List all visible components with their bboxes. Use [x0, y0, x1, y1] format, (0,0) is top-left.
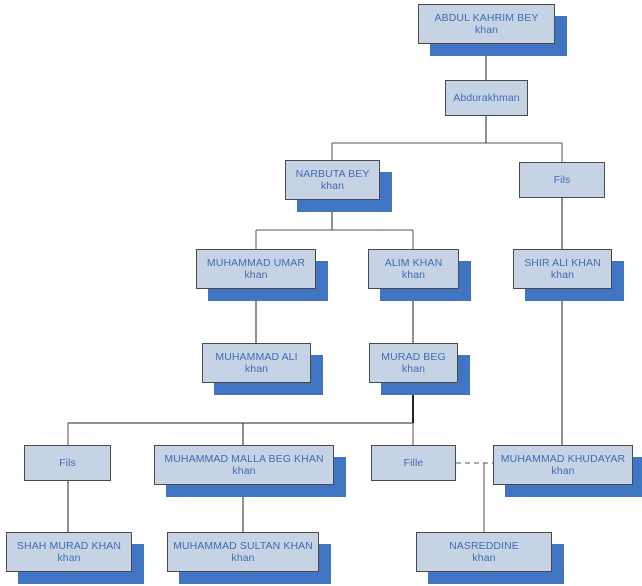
- node-name: Fils: [59, 456, 76, 469]
- node-role: khan: [232, 465, 256, 477]
- node-name: ABDUL KAHRIM BEY: [434, 11, 539, 24]
- node-name: Abdurakhman: [453, 91, 520, 104]
- node-role: khan: [244, 363, 269, 375]
- node-abdurakhman[interactable]: Abdurakhman: [445, 80, 528, 116]
- node-role: khan: [401, 363, 426, 375]
- node-name: Fils: [553, 173, 571, 186]
- node-fils_2[interactable]: Fils: [24, 445, 111, 481]
- node-role: khan: [231, 552, 255, 564]
- node-role: khan: [57, 552, 81, 564]
- node-name: MURAD BEG: [381, 350, 446, 363]
- node-name: MUHAMMAD KHUDAYAR: [500, 452, 626, 465]
- node-role: khan: [401, 269, 426, 281]
- node-fils_1[interactable]: Fils: [519, 162, 605, 198]
- node-role: khan: [474, 24, 499, 36]
- node-name: NARBUTA BEY: [295, 167, 370, 180]
- node-role: khan: [472, 552, 496, 564]
- node-role: khan: [244, 269, 268, 281]
- node-name: MUHAMMAD MALLA BEG KHAN: [164, 452, 324, 465]
- node-name: MUHAMMAD ALI: [215, 350, 298, 363]
- node-name: ALIM KHAN: [384, 256, 443, 269]
- node-name: MUHAMMAD UMAR: [206, 256, 306, 269]
- node-name: NASREDDINE: [449, 539, 519, 552]
- node-name: MUHAMMAD SULTAN KHAN: [173, 539, 313, 552]
- node-name: SHIR ALI KHAN: [524, 256, 601, 269]
- node-name: SHAH MURAD KHAN: [16, 539, 122, 552]
- node-role: khan: [551, 465, 575, 477]
- node-fille[interactable]: Fille: [371, 445, 456, 481]
- node-role: khan: [320, 180, 345, 192]
- node-name: Fille: [403, 456, 424, 469]
- node-role: khan: [550, 269, 575, 281]
